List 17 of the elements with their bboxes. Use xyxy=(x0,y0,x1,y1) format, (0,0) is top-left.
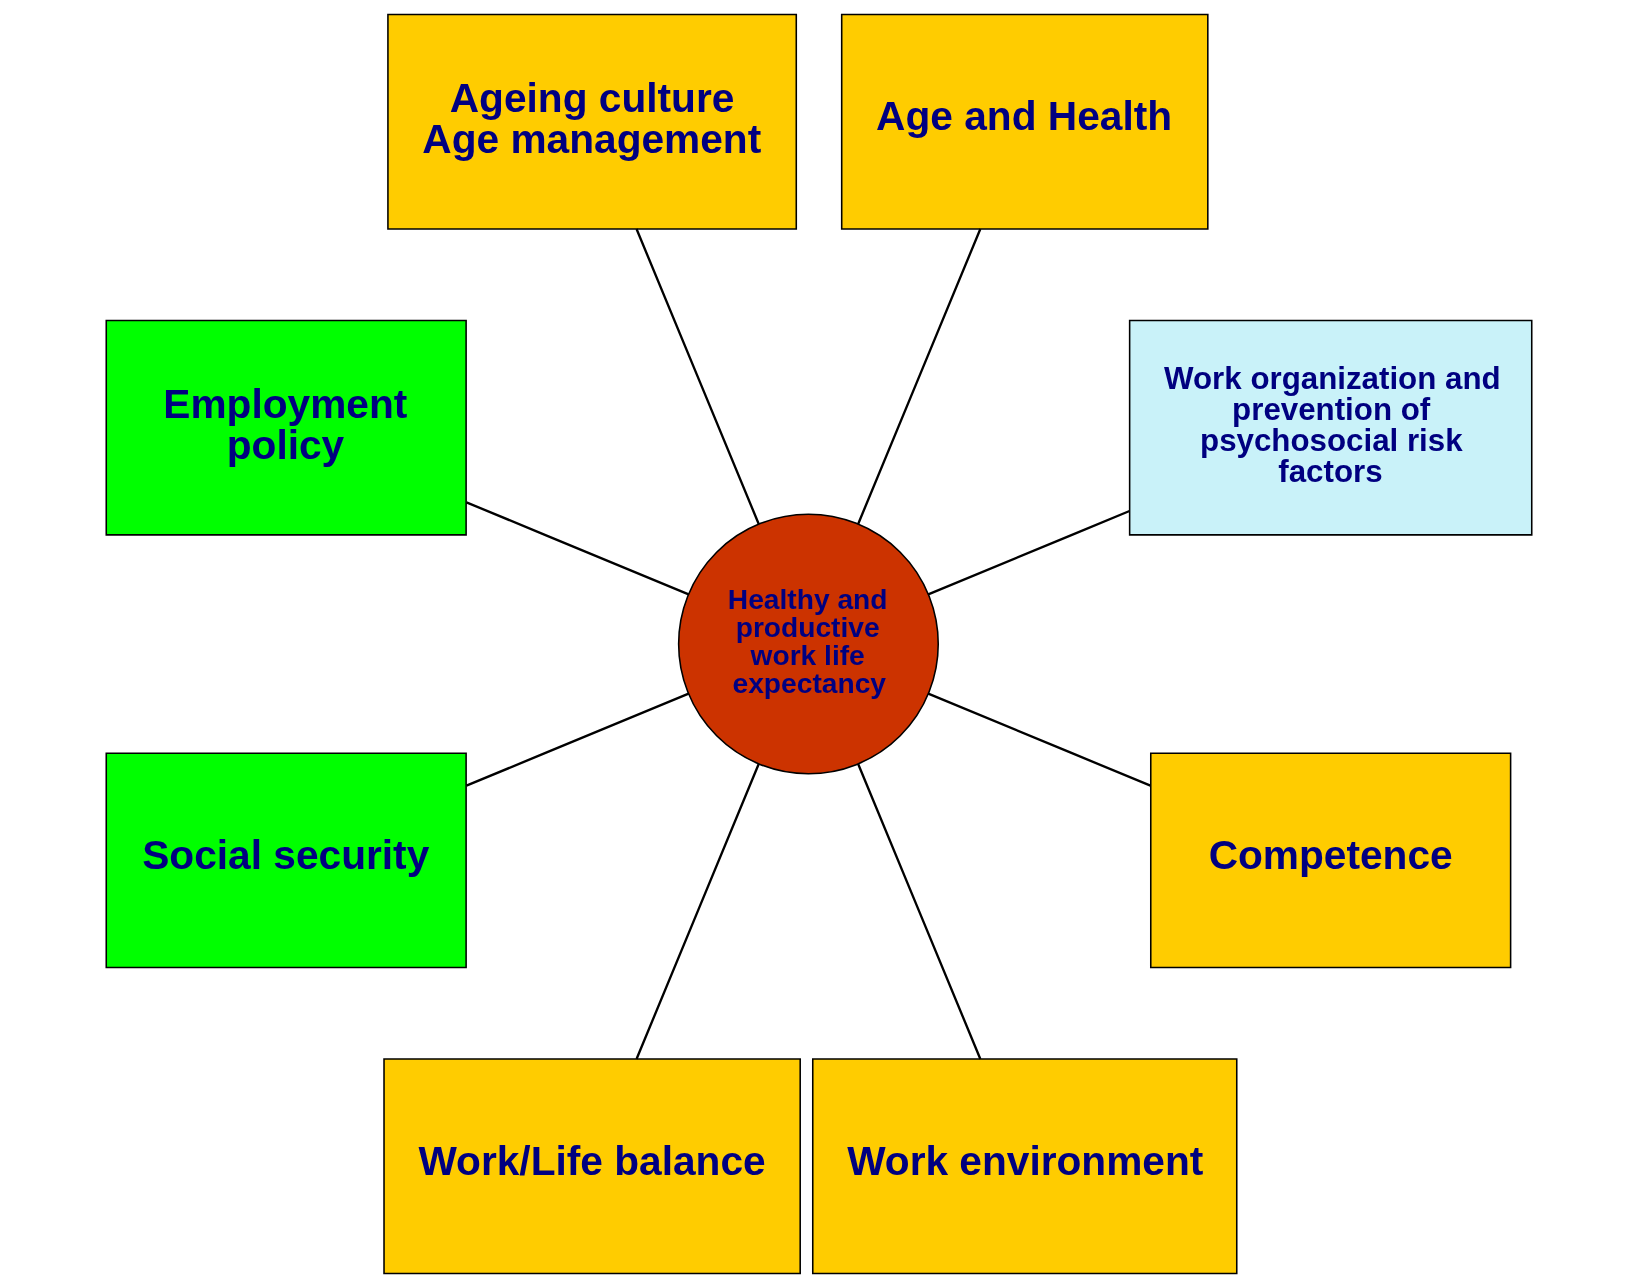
connector xyxy=(465,692,689,787)
connector xyxy=(927,692,1151,787)
connector xyxy=(634,228,760,525)
node-box: Work organization and prevention of psychosocial risk factors xyxy=(1128,319,1532,536)
node-box: Ageing culture Age management xyxy=(386,13,797,230)
node-box: Employment policy xyxy=(105,319,467,536)
connector xyxy=(927,509,1130,596)
connector xyxy=(465,501,689,596)
node-box: Age and Health xyxy=(840,13,1209,230)
node-box: Social security xyxy=(105,752,467,969)
node-box: Work environment xyxy=(811,1058,1238,1275)
connector xyxy=(856,763,981,1060)
node-box: Competence xyxy=(1149,752,1511,969)
node-circle: Healthy and productive work life expectancy xyxy=(677,513,939,775)
node-box: Work/Life balance xyxy=(382,1058,801,1275)
connector xyxy=(634,763,760,1060)
connector xyxy=(856,228,981,525)
